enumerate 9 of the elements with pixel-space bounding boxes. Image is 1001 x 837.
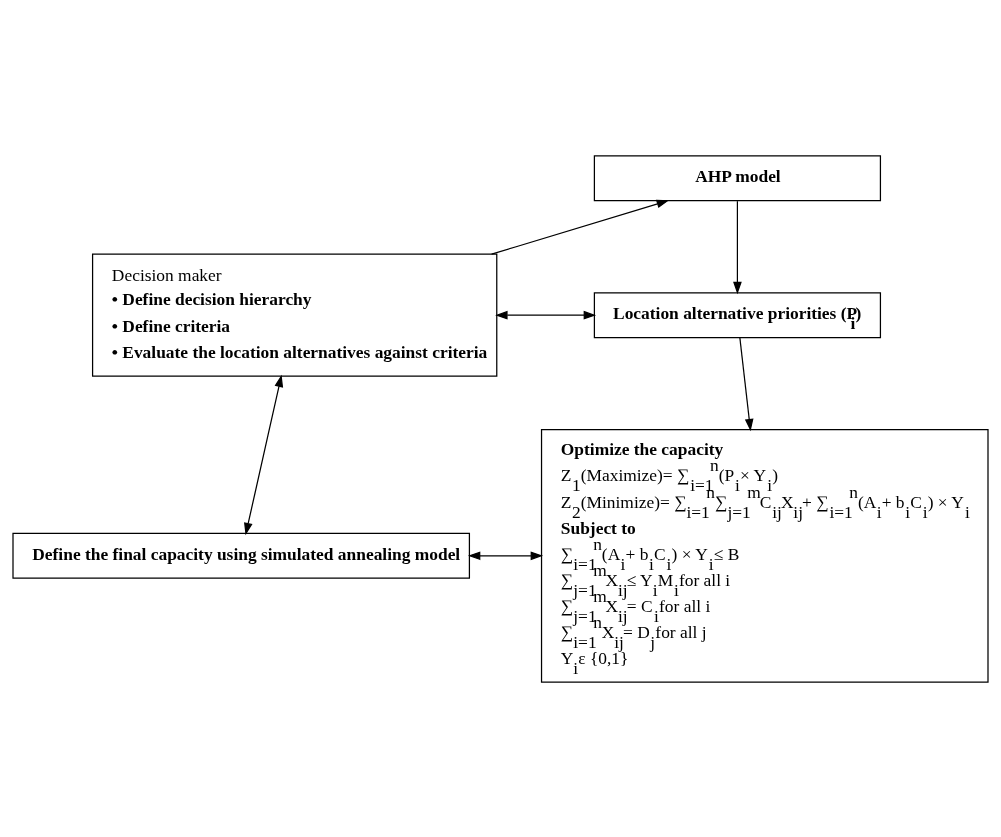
node-box: AHP model <box>593 154 882 201</box>
arrow <box>733 200 742 294</box>
node-box: Decision maker • Define decision hierarchy • Define criteria • Evaluate the location alternatives against criteria <box>91 253 498 377</box>
arrow <box>739 336 754 431</box>
arrow <box>495 310 597 319</box>
arrow <box>467 550 544 560</box>
arrow <box>491 199 670 255</box>
arrow <box>244 374 284 535</box>
node-box: Define the final capacity using simulated annealing model <box>12 532 471 579</box>
